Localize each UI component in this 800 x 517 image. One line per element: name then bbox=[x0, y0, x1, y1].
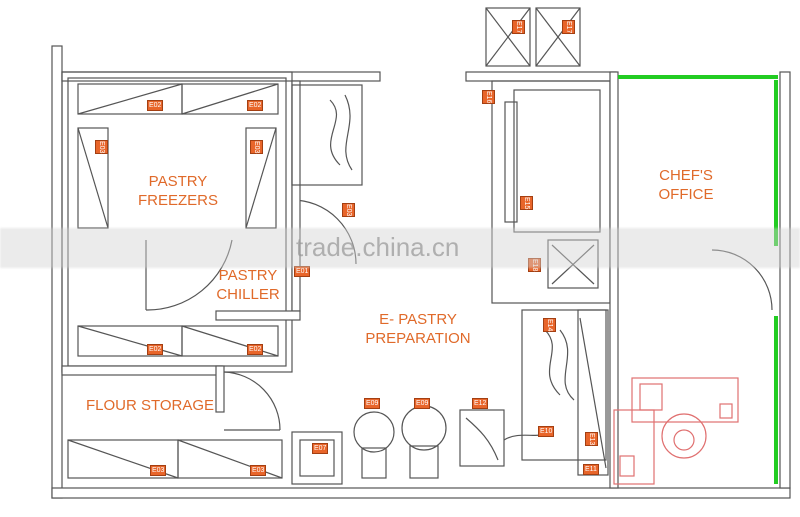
flour-wall-top bbox=[61, 365, 223, 376]
prep-equipment bbox=[547, 239, 599, 289]
equipment-tag: E10 bbox=[538, 426, 555, 437]
corridor-alcove bbox=[291, 84, 363, 186]
mixer-a bbox=[353, 411, 395, 453]
equipment-tag: E03 bbox=[150, 465, 167, 476]
equipment-tag: E09 bbox=[364, 398, 381, 409]
equipment-tag: E18 bbox=[528, 258, 541, 273]
equipment-tag: E09 bbox=[414, 398, 431, 409]
office-glass-walls bbox=[618, 75, 778, 484]
equipment-tag: E15 bbox=[520, 196, 533, 211]
chiller-door-swing bbox=[145, 239, 233, 311]
watermark-band bbox=[0, 228, 800, 268]
flour-door-swing bbox=[223, 371, 281, 431]
equipment-tag: E11 bbox=[583, 464, 599, 475]
north-wall-right bbox=[465, 71, 617, 82]
equipment-tag: E16 bbox=[482, 90, 495, 105]
chiller-south-wall bbox=[215, 310, 301, 321]
freezer-rack-right bbox=[245, 127, 277, 229]
prep-walkin bbox=[513, 89, 601, 233]
north-wall-left bbox=[61, 71, 381, 82]
equipment-tag: E17 bbox=[512, 20, 525, 35]
equipment-tag: E07 bbox=[312, 443, 329, 454]
oven-e07 bbox=[291, 431, 343, 485]
equipment-tag: E03 bbox=[250, 465, 267, 476]
equipment-e12 bbox=[459, 409, 505, 467]
prep-counter-right bbox=[521, 309, 607, 461]
freezer-rack-top bbox=[77, 83, 279, 115]
west-wall bbox=[51, 45, 63, 499]
equipment-tag: E03 bbox=[342, 203, 355, 218]
freezer-rack-left bbox=[77, 127, 109, 229]
equipment-tag: E02 bbox=[147, 100, 164, 111]
mixer-b bbox=[401, 405, 447, 451]
office-furniture bbox=[613, 377, 739, 485]
equipment-tag: E03 bbox=[95, 140, 108, 155]
freezer-room-inner bbox=[67, 77, 287, 367]
equipment-tag: E17 bbox=[562, 20, 575, 35]
room-label-flour-storage: FLOUR STORAGE bbox=[85, 397, 215, 414]
corridor-door-swing bbox=[291, 199, 357, 265]
equipment-tag: E02 bbox=[247, 100, 264, 111]
prep-door bbox=[504, 101, 518, 223]
equipment-tag: E12 bbox=[472, 398, 489, 409]
freezer-room-outline bbox=[61, 71, 293, 373]
flour-wall-stub bbox=[215, 365, 225, 413]
equipment-tag: E02 bbox=[247, 344, 264, 355]
office-west-wall bbox=[609, 71, 619, 489]
south-wall bbox=[51, 487, 791, 499]
equipment-tag: E01 bbox=[294, 266, 311, 277]
equipment-tag: E03 bbox=[250, 140, 263, 155]
watermark-text: trade.china.cn bbox=[296, 232, 460, 262]
prep-cold-room bbox=[491, 80, 611, 304]
office-door-swing bbox=[711, 249, 773, 311]
sink-sketch bbox=[329, 99, 341, 166]
equipment-tag: E13 bbox=[585, 432, 598, 447]
equipment-tag: E02 bbox=[147, 344, 164, 355]
equipment-tag: E14 bbox=[543, 318, 556, 333]
exterior-units bbox=[485, 7, 581, 67]
east-wall bbox=[779, 71, 791, 489]
